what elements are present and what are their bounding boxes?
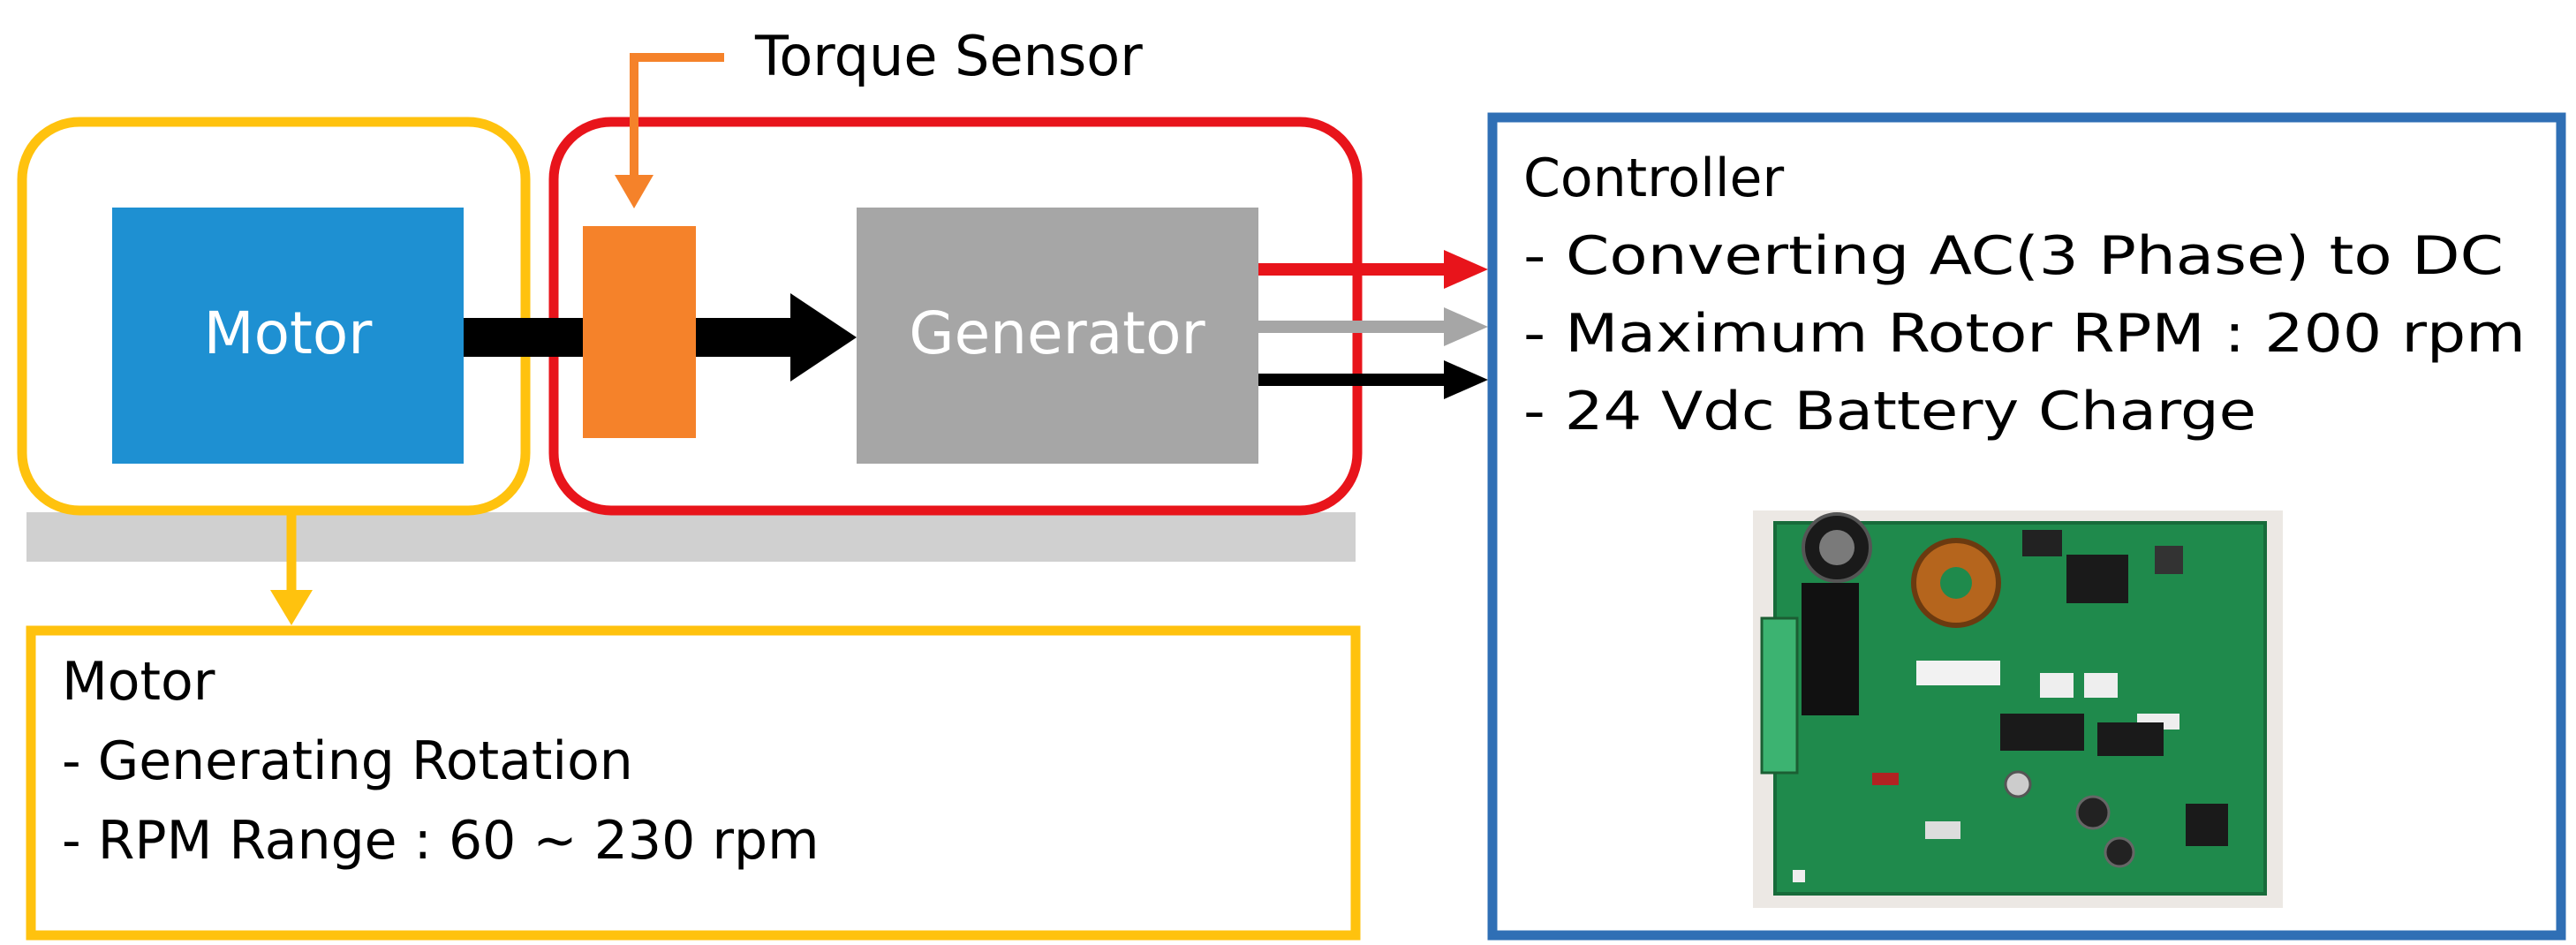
controller-line-1: - Converting AC(3 Phase) to DC [1523,225,2504,287]
generator-block [857,208,1258,464]
motor-info-callout-arrowhead [270,590,313,625]
base-plate [26,512,1356,562]
generator-group-outline [548,117,1363,516]
controller-line-3: - 24 Vdc Battery Charge [1523,381,2256,442]
shaft-motor-to-sensor [464,318,583,357]
controller-pcb-photo [1753,510,2283,908]
motor-info-line-2: - RPM Range : 60 ~ 230 rpm [62,810,820,872]
torque-sensor-block [583,226,696,438]
shaft-sensor-to-generator [696,318,793,357]
controller-title: Controller [1523,147,1784,209]
motor-group-outline [17,117,531,516]
generator-block-label: Generator [909,299,1205,367]
motor-info-box [26,625,1361,941]
motor-block-label: Motor [204,299,374,367]
motor-block [112,208,464,464]
phase-arrowhead-black [1444,360,1488,399]
torque-sensor-label: Torque Sensor [754,24,1143,88]
phase-arrowhead-gray [1444,307,1488,346]
motor-info-line-1: - Generating Rotation [62,730,633,792]
controller-line-2: - Maximum Rotor RPM : 200 rpm [1523,303,2526,365]
controller-box [1487,112,2566,941]
torque-sensor-callout-arrowhead [615,175,653,208]
shaft-arrowhead [790,293,857,382]
phase-arrowhead-red [1444,250,1488,289]
motor-info-title: Motor [62,651,215,713]
torque-sensor-callout-line [630,53,724,177]
